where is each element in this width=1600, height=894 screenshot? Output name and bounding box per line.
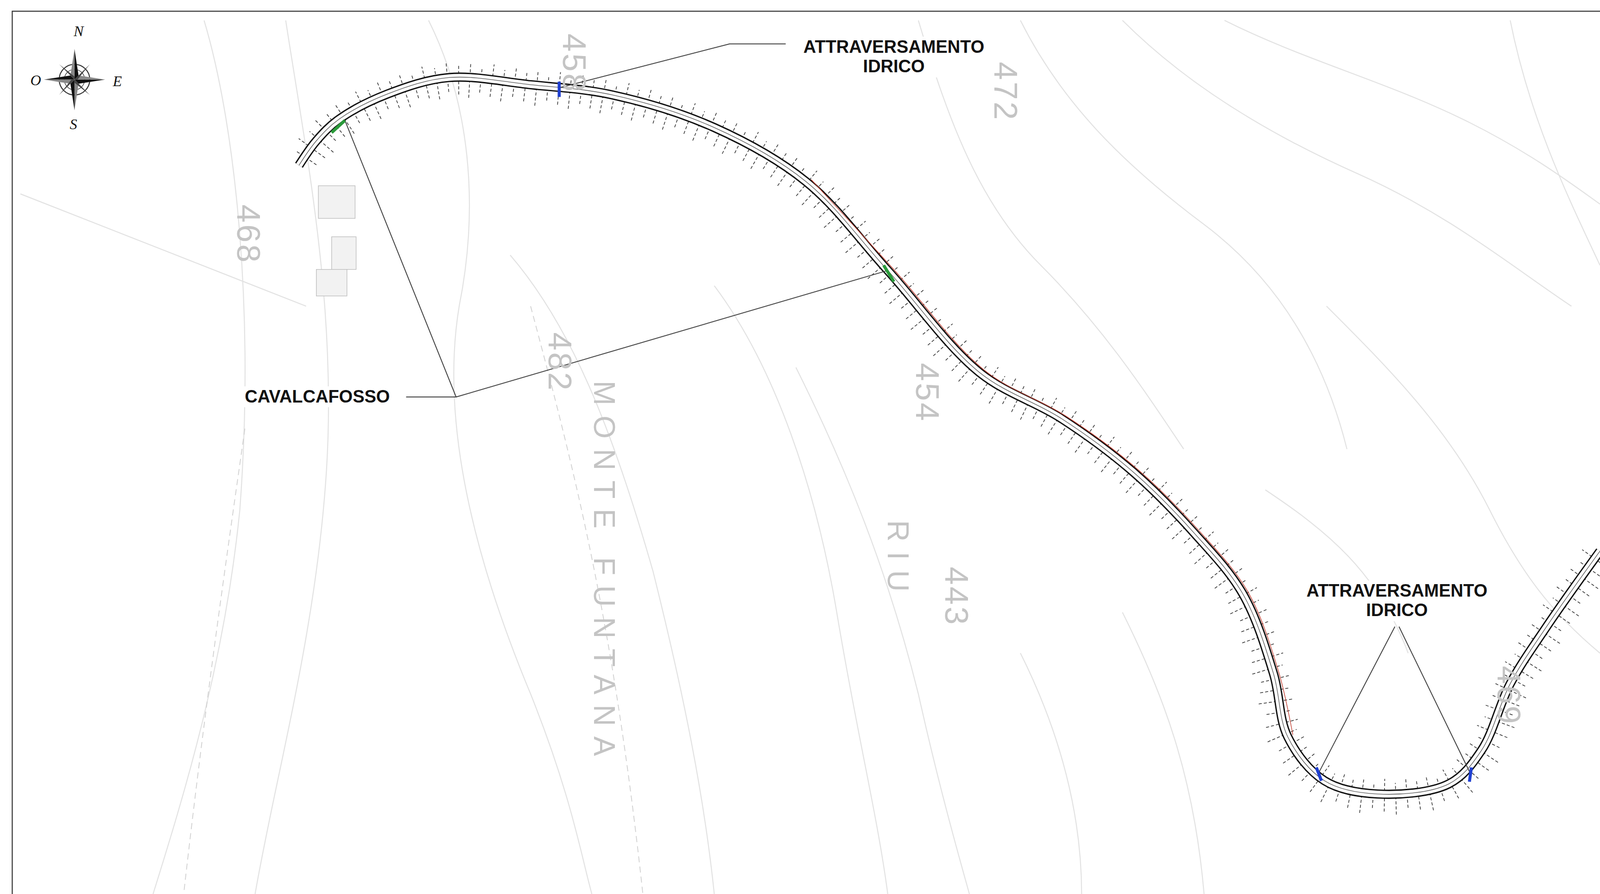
callout-label: ATTRAVERSAMENTO IDRICO [1292,580,1502,622]
compass-letter: E [112,73,122,90]
contour-elevation: 443 [938,567,974,627]
contour-elevation: 472 [987,62,1024,122]
contour-elevation: 454 [908,362,945,423]
place-name: RIU [881,520,915,602]
contour-elevation: 482 [541,332,577,393]
compass-letter: N [73,23,84,40]
contour-elevation: 469 [1490,665,1526,726]
callout-label: CAVALCAFOSSO [241,386,393,408]
contour-elevation: 468 [230,204,266,265]
place-name: MONTE FUNTANA [587,380,620,766]
compass-letter: S [69,116,78,133]
contour-elevation: 458 [555,33,592,94]
compass-letter: O [30,72,42,89]
road-edge [298,76,1600,795]
road-offset [811,179,1293,736]
callout-label: ATTRAVERSAMENTO IDRICO [789,37,999,78]
road-axis [298,76,1600,795]
road-surface [298,76,1600,795]
